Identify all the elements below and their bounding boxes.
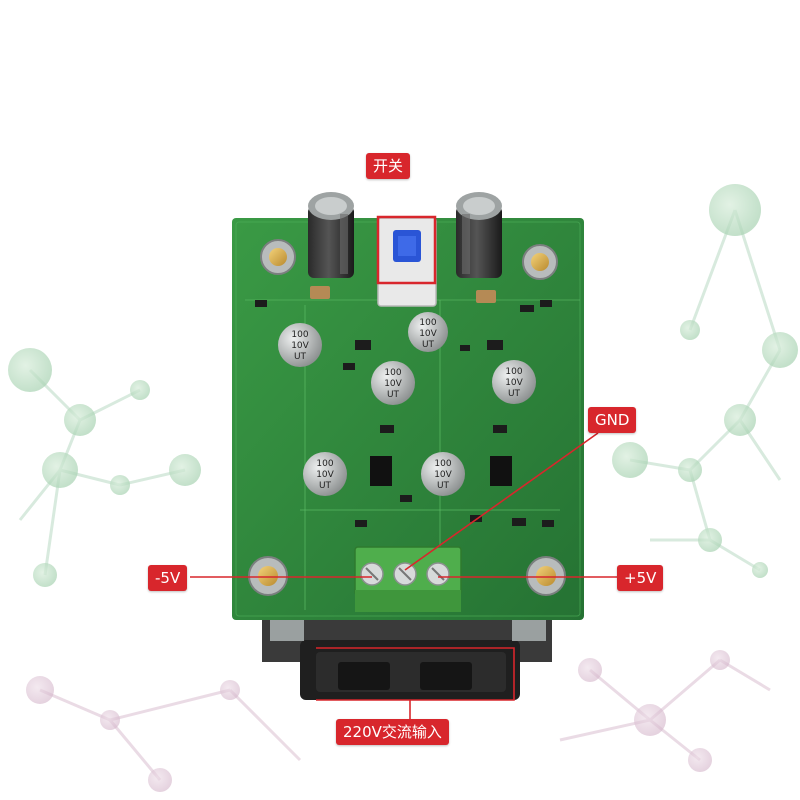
svg-text:UT: UT [387, 390, 400, 400]
terminal-screw-middle [393, 562, 417, 586]
svg-text:100: 100 [434, 459, 451, 469]
cap-c9: 100 10V UT [492, 360, 536, 404]
svg-text:UT: UT [294, 352, 307, 362]
cap-c3: 100 10V UT [421, 452, 465, 496]
svg-text:UT: UT [437, 481, 450, 491]
large-capacitor-right [456, 192, 502, 278]
large-capacitor-left [308, 192, 354, 278]
switch-label: 开关 [366, 153, 411, 179]
ac-transformer [262, 605, 552, 700]
annotation-lines [190, 432, 628, 720]
switch-highlight-box [376, 215, 437, 285]
cap-c14: 100 10V UT [303, 452, 347, 496]
screw-top-left [260, 239, 296, 275]
cap-c4: 100 10V UT [408, 312, 448, 352]
regulator-ics [370, 456, 512, 486]
background-nodes [8, 184, 798, 792]
svg-text:10V: 10V [505, 378, 523, 388]
screw-top-right [522, 244, 558, 280]
smd-components [255, 300, 554, 527]
svg-text:100: 100 [316, 459, 333, 469]
svg-text:10V: 10V [384, 379, 402, 389]
smd-capacitors [310, 286, 496, 303]
cap-c12: 100 10V UT [371, 361, 415, 405]
svg-text:10V: 10V [419, 329, 437, 339]
mounting-screws [248, 239, 566, 596]
terminal-block [354, 546, 462, 612]
line-gnd [404, 432, 599, 571]
svg-text:10V: 10V [291, 341, 309, 351]
svg-text:UT: UT [508, 389, 521, 399]
gnd-label: GND [588, 407, 637, 433]
svg-text:100: 100 [419, 318, 436, 328]
ac-input-label: 220V交流输入 [336, 719, 449, 745]
terminal-screw-left [360, 562, 384, 586]
screw-bottom-right [526, 556, 566, 596]
svg-text:10V: 10V [316, 470, 334, 480]
screw-bottom-left [248, 556, 288, 596]
smd-electrolytic-caps: 100 10V UT 100 10V UT 100 10V UT 100 10V… [278, 312, 536, 496]
svg-text:100: 100 [505, 367, 522, 377]
terminal-screw-right [426, 562, 450, 586]
svg-text:UT: UT [319, 481, 332, 491]
cap-c18: 100 10V UT [278, 323, 322, 367]
minus-5v-label: -5V [148, 565, 188, 591]
svg-text:100: 100 [291, 330, 308, 340]
svg-text:UT: UT [422, 340, 435, 350]
svg-text:100: 100 [384, 368, 401, 378]
power-switch [377, 217, 437, 307]
bracket-ac-input [316, 647, 515, 701]
svg-text:10V: 10V [434, 470, 452, 480]
plus-5v-label: +5V [617, 565, 664, 591]
